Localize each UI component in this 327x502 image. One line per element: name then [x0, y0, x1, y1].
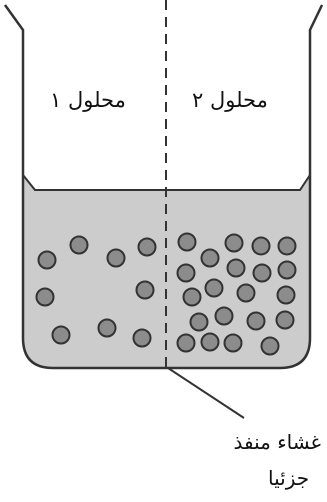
particle — [51, 325, 71, 345]
particle — [260, 336, 280, 356]
particle — [200, 332, 220, 352]
particle — [200, 248, 220, 268]
particle — [69, 235, 89, 255]
particles-solution-1 — [35, 235, 157, 348]
particle — [204, 278, 224, 298]
particle — [252, 263, 272, 283]
particle — [182, 287, 202, 307]
particles-solution-2 — [176, 232, 297, 356]
label-solution-1: محلول ١ — [50, 88, 126, 112]
particle — [277, 260, 297, 280]
particle — [277, 236, 297, 256]
particle — [276, 285, 296, 305]
particle — [37, 250, 57, 270]
particle — [223, 333, 243, 353]
beaker-outline — [3, 4, 324, 370]
particle — [176, 333, 196, 353]
particle — [214, 306, 234, 326]
label-membrane-line-1: غشاء منفذ — [233, 430, 321, 454]
particle — [246, 311, 266, 331]
particle — [236, 283, 256, 303]
liquid-surface — [22, 174, 311, 191]
particle — [35, 287, 55, 307]
particle — [226, 258, 246, 278]
particle — [176, 263, 196, 283]
membrane-leader-line — [167, 367, 245, 419]
particle — [97, 318, 117, 338]
particle — [275, 310, 295, 330]
particle — [132, 328, 152, 348]
particle — [177, 232, 197, 252]
particle — [106, 248, 126, 268]
particle — [224, 233, 244, 253]
particle — [251, 236, 271, 256]
particle — [189, 312, 209, 332]
liquid — [23, 175, 310, 368]
particle — [135, 280, 155, 300]
label-membrane-line-2: جزئيا — [268, 466, 310, 490]
particle — [137, 237, 157, 257]
label-solution-2: محلول ٢ — [192, 88, 268, 112]
